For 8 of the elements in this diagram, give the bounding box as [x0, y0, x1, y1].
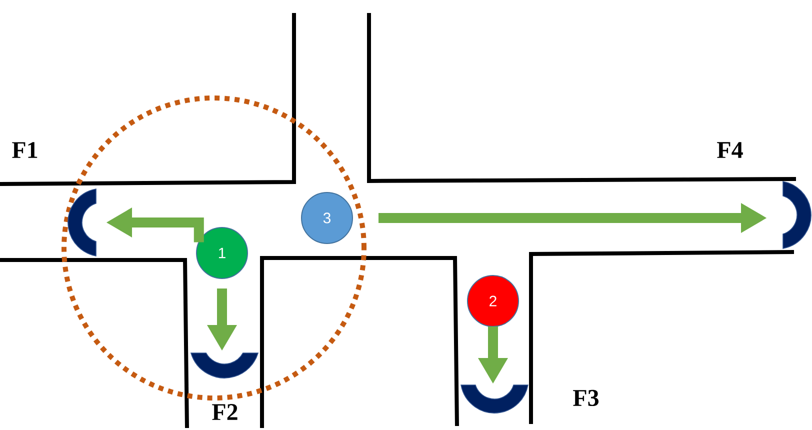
- exit-label: F3: [573, 390, 599, 406]
- arc-shape: [460, 384, 528, 414]
- arc-shape: [782, 181, 812, 249]
- exit-label: F4: [717, 142, 743, 158]
- exit-label: F1: [12, 142, 38, 158]
- arc-shape: [190, 352, 258, 378]
- arc-shape: [68, 188, 96, 256]
- exit-label: F2: [212, 404, 238, 420]
